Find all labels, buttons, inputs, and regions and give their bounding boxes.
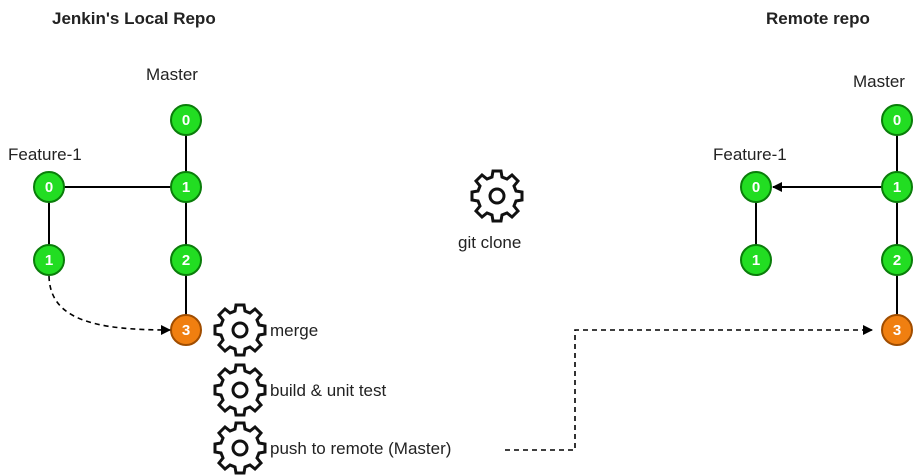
gear-icon — [470, 169, 524, 223]
commit-id: 0 — [893, 112, 901, 129]
clone-step: git clone — [458, 169, 524, 252]
commit-id: 2 — [182, 252, 190, 269]
commit-id: 1 — [182, 179, 190, 196]
build-step: build & unit test — [213, 363, 387, 417]
local-master-commit: 0 — [170, 104, 202, 136]
remote-repo-graph: Master Feature-1 0 1 2 3 0 1 — [713, 72, 913, 346]
push-step: push to remote (Master) — [213, 421, 451, 475]
remote-feature-commit: 0 — [740, 171, 772, 203]
commit-id: 1 — [752, 252, 760, 269]
gear-icon — [213, 303, 267, 357]
remote-master-commit: 0 — [881, 104, 913, 136]
local-feature-commit: 0 — [33, 171, 65, 203]
commit-id: 0 — [182, 112, 190, 129]
commit-id: 0 — [752, 179, 760, 196]
push-step-label: push to remote (Master) — [270, 439, 451, 458]
remote-feature-label: Feature-1 — [713, 145, 787, 164]
clone-step-label: git clone — [458, 233, 521, 252]
local-master-commit: 2 — [170, 244, 202, 276]
merge-step-label: merge — [270, 321, 318, 340]
local-master-label: Master — [146, 65, 198, 84]
commit-id: 1 — [45, 252, 53, 269]
commit-id: 3 — [893, 322, 901, 339]
commit-id: 0 — [45, 179, 53, 196]
local-repo-graph: Master Feature-1 0 1 2 3 0 1 — [8, 65, 202, 346]
gear-icon — [213, 363, 267, 417]
merge-step: merge — [213, 303, 318, 357]
local-feature-commit: 1 — [33, 244, 65, 276]
local-feature-label: Feature-1 — [8, 145, 82, 164]
push-arrow — [505, 325, 873, 451]
remote-pushed-commit: 3 — [881, 314, 913, 346]
commit-id: 2 — [893, 252, 901, 269]
local-merge-commit: 3 — [170, 314, 202, 346]
commit-id: 3 — [182, 322, 190, 339]
local-master-commit: 1 — [170, 171, 202, 203]
remote-repo-title: Remote repo — [766, 9, 870, 28]
build-step-label: build & unit test — [270, 381, 387, 400]
commit-id: 1 — [893, 179, 901, 196]
gear-icon — [213, 421, 267, 475]
remote-feature-commit: 1 — [740, 244, 772, 276]
remote-master-label: Master — [853, 72, 905, 91]
remote-master-commit: 1 — [881, 171, 913, 203]
remote-master-commit: 2 — [881, 244, 913, 276]
local-repo-title: Jenkin's Local Repo — [52, 9, 216, 28]
merge-arrow — [48, 275, 171, 335]
